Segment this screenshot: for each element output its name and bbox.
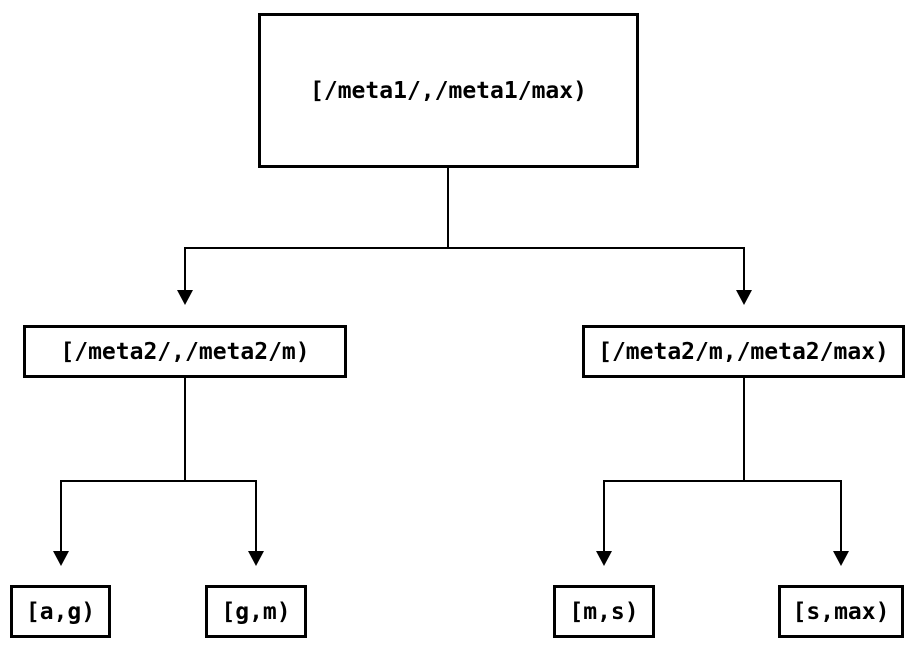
- node-leaf-smax-label: [s,max): [792, 598, 890, 625]
- node-meta2-high-label: [/meta2/m,/meta2/max): [598, 338, 889, 365]
- arrow-down-icon: [248, 551, 264, 566]
- arrow-down-icon: [833, 551, 849, 566]
- node-leaf-gm: [g,m): [205, 585, 307, 638]
- node-meta2-low-interval: [/meta2/,/meta2/m): [23, 325, 347, 378]
- node-root-interval: [/meta1/,/meta1/max): [258, 13, 639, 168]
- connector-line: [447, 168, 449, 248]
- arrow-down-icon: [736, 290, 752, 305]
- connector-line: [60, 480, 257, 482]
- arrow-down-icon: [177, 290, 193, 305]
- node-leaf-ag: [a,g): [10, 585, 111, 638]
- connector-line: [743, 247, 745, 291]
- arrow-down-icon: [53, 551, 69, 566]
- connector-line: [603, 480, 605, 552]
- connector-line: [603, 480, 842, 482]
- node-meta2-high-interval: [/meta2/m,/meta2/max): [582, 325, 905, 378]
- arrow-down-icon: [596, 551, 612, 566]
- node-leaf-ms-label: [m,s): [569, 598, 639, 625]
- node-root-label: [/meta1/,/meta1/max): [310, 77, 587, 104]
- node-leaf-smax: [s,max): [778, 585, 904, 638]
- connector-line: [184, 247, 745, 249]
- node-leaf-ag-label: [a,g): [25, 598, 96, 625]
- node-leaf-ms: [m,s): [553, 585, 655, 638]
- connector-line: [255, 480, 257, 552]
- node-leaf-gm-label: [g,m): [221, 598, 291, 625]
- connector-line: [743, 378, 745, 481]
- connector-line: [60, 480, 62, 552]
- node-meta2-low-label: [/meta2/,/meta2/m): [60, 338, 310, 365]
- connector-line: [840, 480, 842, 552]
- connector-line: [184, 247, 186, 291]
- connector-line: [184, 378, 186, 481]
